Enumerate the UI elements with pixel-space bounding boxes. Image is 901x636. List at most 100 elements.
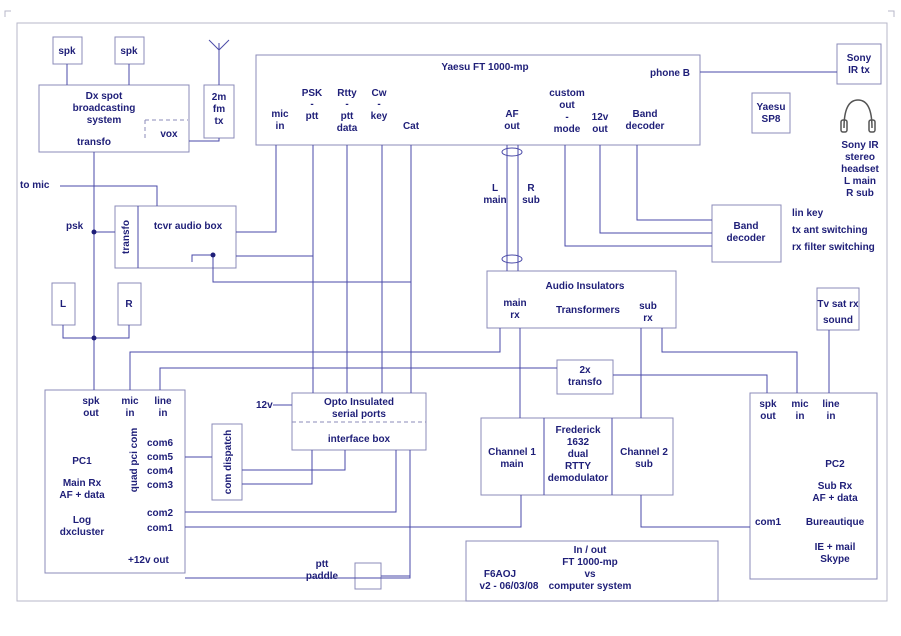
af-out-sleeves — [501, 147, 523, 264]
sp8-box — [751, 92, 791, 134]
ptt-label: ptt — [316, 559, 329, 570]
pc2-skype: Skype — [820, 554, 850, 565]
yaesu-rtty: Rtty — [337, 88, 357, 99]
fred-4: RTTY — [565, 461, 591, 472]
info-4: computer system — [549, 581, 632, 592]
com5: com5 — [147, 452, 174, 463]
tv-sat-2: sound — [823, 315, 853, 326]
vox-dashed — [144, 119, 188, 140]
yaesu-custom-3: - — [565, 112, 568, 123]
headset-icon — [840, 99, 876, 133]
fred-1: Frederick — [555, 425, 600, 436]
pc2-bureau: Bureautique — [806, 517, 865, 528]
pc2-subrx-2: AF + data — [812, 493, 858, 504]
opto-2: serial ports — [332, 409, 386, 420]
yaesu-12v: 12v — [592, 112, 609, 123]
com-dispatch-box — [211, 423, 243, 501]
com2: com2 — [147, 508, 174, 519]
yaesu-mic: mic — [271, 109, 289, 120]
junction-dot — [91, 229, 97, 235]
ins-main: main — [503, 298, 526, 309]
pc1-mainrx-2: AF + data — [59, 490, 105, 501]
pc2-mic: mic — [791, 399, 809, 410]
yaesu-cw-3: key — [371, 111, 388, 122]
dx-line-3: system — [87, 115, 122, 126]
ins-main-2: rx — [510, 310, 520, 321]
tx-ant: tx ant switching — [792, 225, 868, 236]
version: v2 - 06/03/08 — [480, 581, 539, 592]
spk-label-1: spk — [58, 46, 76, 57]
yaesu-af-2: out — [504, 121, 520, 132]
r-sub-1: R — [527, 183, 535, 194]
yaesu-custom-2: out — [559, 100, 575, 111]
pc2-line-2: in — [827, 411, 836, 422]
sony-tx-box — [836, 43, 882, 85]
vox-label: vox — [160, 129, 178, 140]
transfo2x-box — [556, 359, 614, 395]
tv-sat-1: Tv sat rx — [817, 299, 859, 310]
fred-5: demodulator — [548, 473, 609, 484]
info-box — [465, 540, 719, 602]
sony-tx-2: IR tx — [848, 65, 870, 76]
pc1-mic: mic — [121, 396, 139, 407]
yaesu-cw-2: - — [377, 99, 380, 110]
r-sub-2: sub — [522, 195, 540, 206]
transfo2x-2: transfo — [568, 377, 602, 388]
spk-label-2: spk — [120, 46, 138, 57]
fm-line-3: tx — [215, 116, 224, 127]
com1: com1 — [147, 523, 174, 534]
pc2-ie: IE + mail — [815, 542, 856, 553]
yaesu-mic-2: in — [276, 121, 285, 132]
info-3: vs — [584, 569, 596, 580]
tcvr-label: tcvr audio box — [154, 221, 223, 232]
headset-2: stereo — [845, 152, 875, 163]
outer-frame — [16, 22, 888, 602]
dx-line-1: Dx spot — [86, 91, 123, 102]
dx-transfo: transfo — [77, 137, 111, 148]
pc2-mic-2: in — [796, 411, 805, 422]
frederick-box — [480, 417, 674, 496]
dx-line-2: broadcasting — [73, 103, 136, 114]
pc2-name: PC2 — [825, 459, 845, 470]
v12-label: 12v — [256, 400, 273, 411]
info-2: FT 1000-mp — [562, 557, 618, 568]
pc2-line: line — [822, 399, 840, 410]
yaesu-psk: PSK — [302, 88, 323, 99]
fred-3: dual — [568, 449, 589, 460]
yaesu-af: AF — [505, 109, 518, 120]
sp8-1: Yaesu — [757, 102, 786, 113]
pc2-spk-2: out — [760, 411, 776, 422]
headset-1: Sony IR — [841, 140, 879, 151]
l-main-1: L — [492, 183, 498, 194]
pc1-line-2: in — [159, 408, 168, 419]
headset-5: R sub — [846, 188, 874, 199]
yaesu-rtty-4: data — [337, 123, 358, 134]
pc1-spk-2: out — [83, 408, 99, 419]
ins-sub: sub — [639, 301, 657, 312]
pc1-mainrx: Main Rx — [63, 478, 102, 489]
pc1-spk: spk — [82, 396, 100, 407]
headset-3: headset — [841, 164, 879, 175]
insulators-box — [486, 270, 677, 329]
to-mic-label: to mic — [20, 180, 50, 191]
info-1: In / out — [574, 545, 607, 556]
junction-dot — [210, 252, 216, 258]
junction-dot — [91, 335, 97, 341]
tcvr-box — [114, 205, 237, 269]
yaesu-custom: custom — [549, 88, 585, 99]
antenna-icon — [208, 39, 230, 85]
l-label: L — [60, 299, 66, 310]
com-dispatch: com dispatch — [223, 430, 234, 494]
pc2-subrx: Sub Rx — [818, 481, 853, 492]
psk-label: psk — [66, 221, 84, 232]
l-main-2: main — [483, 195, 506, 206]
tcvr-transfo: transfo — [121, 220, 132, 254]
ch1-1: Channel 1 — [488, 447, 536, 458]
yaesu-rtty-3: ptt — [341, 111, 354, 122]
interface-label: interface box — [328, 434, 391, 445]
pc1-box — [44, 389, 186, 574]
pc1-log-2: dxcluster — [60, 527, 105, 538]
sp8-2: SP8 — [762, 114, 781, 125]
ch2-1: Channel 2 — [620, 447, 668, 458]
